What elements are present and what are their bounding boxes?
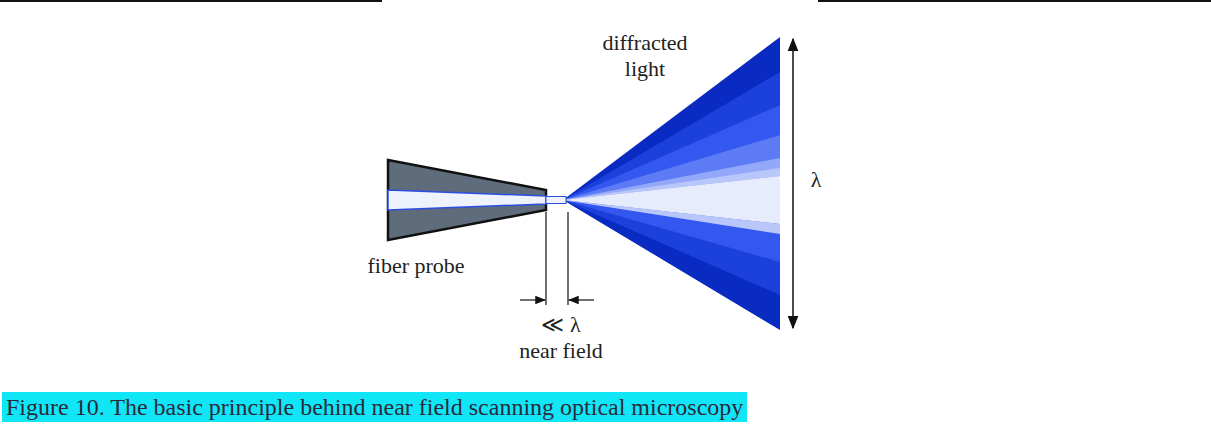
extension-line [567,212,568,305]
diffracted-light-fan [563,37,780,330]
figure-label: near field [519,338,603,364]
top-rule [818,0,1211,2]
dimension-arrow [520,299,545,300]
fiber-core [388,190,546,210]
figure-label: diffracted light [585,30,705,82]
dimension-arrow [569,299,594,300]
figure-caption: Figure 10. The basic principle behind ne… [2,392,747,422]
figure-label: ≪ λ [541,312,580,338]
aperture [546,197,566,204]
top-rule [0,0,382,2]
lambda-dimension [792,39,794,328]
fiber-probe-body [388,160,546,240]
extension-line [545,212,546,305]
figure-label: λ [811,167,822,193]
figure-label: fiber probe [367,253,464,279]
